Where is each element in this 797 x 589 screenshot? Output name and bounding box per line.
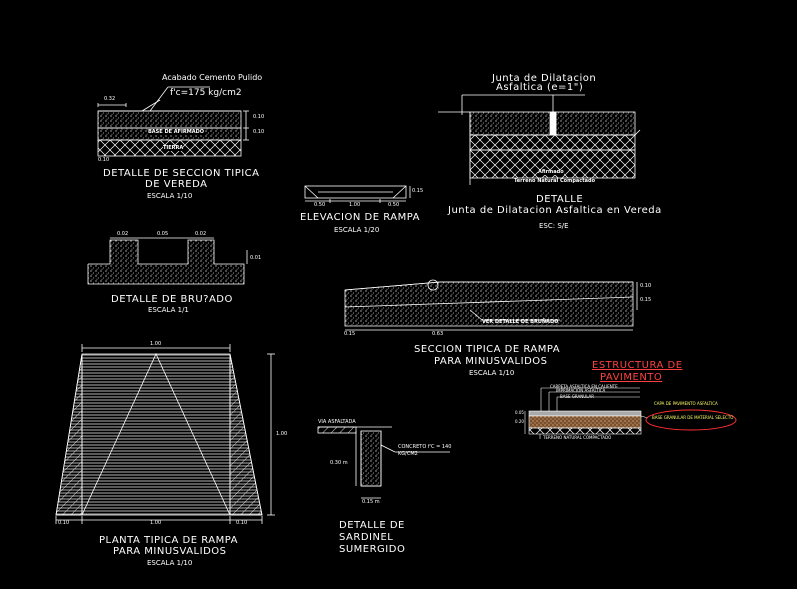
rampa-scale: ESCALA 1/10 xyxy=(469,369,515,377)
vereda-concrete-note: f'c=175 kg/cm2 xyxy=(170,88,242,98)
vereda-title-2: DE VEREDA xyxy=(145,179,208,190)
planta-dim-right: 0.10 xyxy=(236,520,248,526)
rampa-dim-right: 0.15 xyxy=(640,297,652,303)
elevacion-dim-right: 0.50 xyxy=(388,202,400,208)
junta-soil-label: Terreno Natural Compactado xyxy=(514,178,596,184)
elevacion-rampa-drawing xyxy=(304,185,411,203)
pavimento-note-4: CAPA DE PAVIMENTO ASFALTICA xyxy=(654,401,718,406)
sardinel-title-2: SARDINEL xyxy=(339,532,394,543)
sardinel-dim-width: 0.15 m xyxy=(362,499,380,505)
pavimento-soil-label: TERRENO NATURAL COMPACTADO xyxy=(543,435,612,440)
junta-scale: ESC: S/E xyxy=(539,222,569,230)
sardinel-title-1: DETALLE DE xyxy=(339,520,405,531)
brunado-dim-3: 0.02 xyxy=(195,231,207,237)
pavimento-note-2: IMPRIMACION ASFALTICA xyxy=(556,388,606,393)
planta-rampa-drawing xyxy=(55,344,275,524)
sardinel-title-3: SUMERGIDO xyxy=(339,544,406,555)
sardinel-drawing xyxy=(317,426,450,499)
vereda-scale: ESCALA 1/10 xyxy=(147,192,193,200)
brunado-dim-1: 0.02 xyxy=(117,231,129,237)
pavimento-note-1: CARPETA ASFALTICA EN CALIENTE xyxy=(550,384,618,389)
brunado-dim-2: 0.05 xyxy=(157,231,169,237)
brunado-title: DETALLE DE BRU?ADO xyxy=(111,294,233,305)
elevacion-dim-mid: 1.00 xyxy=(349,202,361,208)
planta-title-2: PARA MINUSVALIDOS xyxy=(113,546,227,557)
planta-scale: ESCALA 1/10 xyxy=(147,559,193,567)
vereda-dim-width: 0.32 xyxy=(104,96,116,102)
planta-dim-bottom: 1.00 xyxy=(150,520,162,526)
pavimento-title-2: PAVIMENTO xyxy=(600,372,663,383)
rampa-dim-top: 0.10 xyxy=(640,283,652,289)
planta-dim-top: 1.00 xyxy=(150,341,162,347)
pavimento-note-5: BASE GRANULAR DE MATERIAL SELECTO xyxy=(652,415,734,420)
elevacion-dim-height: 0.15 xyxy=(412,188,424,194)
elevacion-title: ELEVACION DE RAMPA xyxy=(300,212,420,223)
planta-dim-left: 0.10 xyxy=(58,520,70,526)
junta-base-label: Afirmado xyxy=(538,169,564,175)
sardinel-concrete-note-1: CONCRETO f'C = 140 xyxy=(398,444,452,450)
junta-note-2: Asfaltica (e=1") xyxy=(496,82,584,93)
pavimento-note-3: BASE GRANULAR xyxy=(560,394,595,399)
brunado-scale: ESCALA 1/1 xyxy=(148,306,189,314)
brunado-drawing xyxy=(87,237,248,285)
vereda-dim-top: 0.10 xyxy=(253,114,265,120)
rampa-note: VER DETALLE DE BRUÑADO xyxy=(482,319,559,325)
rampa-dim-bottom: 0.63 xyxy=(432,331,444,337)
rampa-title-2: PARA MINUSVALIDOS xyxy=(434,356,548,367)
rampa-title-1: SECCION TIPICA DE RAMPA xyxy=(414,344,561,355)
junta-note-1: Junta de Dilatacion xyxy=(492,73,597,84)
elevacion-scale: ESCALA 1/20 xyxy=(334,226,380,234)
vereda-title-1: DETALLE DE SECCION TIPICA xyxy=(103,168,260,179)
pavimento-dim-2: 0.20 xyxy=(515,419,524,424)
brunado-dim-depth: 0.01 xyxy=(250,255,262,261)
vereda-dim-bottom: 0.10 xyxy=(253,129,265,135)
rampa-dim-left: 0.15 xyxy=(344,331,356,337)
sardinel-concrete-note-2: KG/CM2 xyxy=(398,451,418,457)
junta-title-2: Junta de Dilatacion Asfaltica en Vereda xyxy=(448,205,662,216)
seccion-rampa-drawing xyxy=(344,279,638,331)
elevacion-dim-left: 0.50 xyxy=(314,202,326,208)
vereda-finish-note: Acabado Cemento Pulido xyxy=(162,73,263,82)
vereda-base-label: BASE DE AFIRMADO xyxy=(148,129,204,135)
pavimento-title-1: ESTRUCTURA DE xyxy=(592,360,683,371)
planta-title-1: PLANTA TIPICA DE RAMPA xyxy=(99,535,238,546)
pavimento-drawing xyxy=(524,387,737,439)
pavimento-dim-1: 0.05 xyxy=(515,410,524,415)
junta-title-1: DETALLE xyxy=(536,194,584,205)
vereda-dim-small: 0.10 xyxy=(98,157,110,163)
sardinel-dim-height: 0.30 m xyxy=(330,460,348,466)
sardinel-via-label: VIA ASFALTADA xyxy=(318,419,356,425)
planta-dim-height: 1.00 xyxy=(276,431,288,437)
vereda-soil-label: TIERRA xyxy=(163,145,184,151)
